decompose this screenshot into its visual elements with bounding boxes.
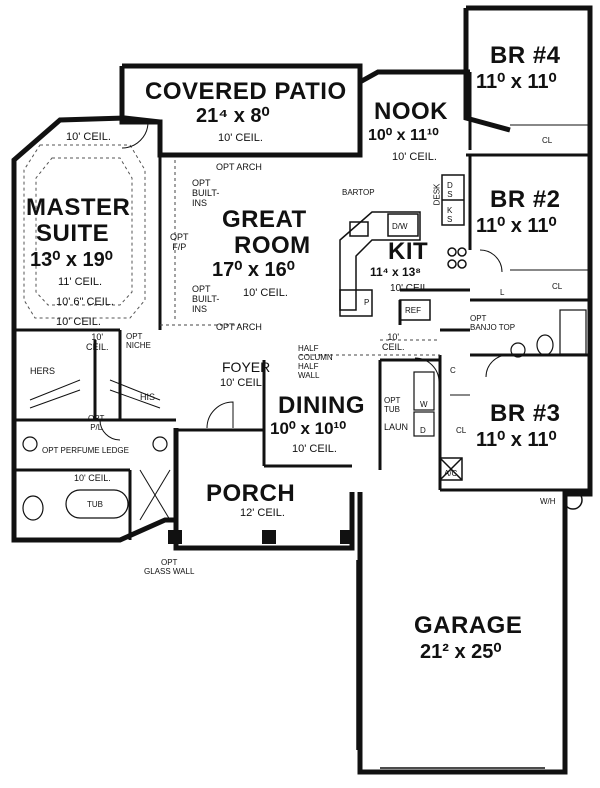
- great-room-dimensions: 17⁰ x 16⁰: [212, 259, 295, 281]
- note-his-closet: HIS: [140, 392, 156, 402]
- patio-ceiling: 10' CEIL.: [218, 132, 263, 144]
- note-dryer: D: [420, 426, 426, 435]
- note-linen-br2: L: [500, 288, 505, 297]
- dining-name: DINING: [278, 392, 365, 419]
- nook-dimensions: 10⁰ x 11¹⁰: [368, 127, 439, 144]
- br2-dimensions: 11⁰ x 11⁰: [476, 215, 557, 237]
- note-half-wall: HALF WALL: [298, 362, 320, 380]
- note-ds: D S: [447, 181, 453, 199]
- note-water-heater: W/H: [540, 497, 556, 506]
- note-opt-perfume-ledge: OPT PERFUME LEDGE: [42, 446, 129, 455]
- note-hall-ceiling: 10' CEIL.: [382, 332, 405, 352]
- note-closet-c: C: [450, 366, 456, 375]
- note-opt-glass-wall: OPT GLASS WALL: [144, 558, 195, 576]
- foyer-ceiling: 10' CEIL.: [220, 377, 265, 389]
- master-tray-ceiling: [23, 144, 146, 319]
- opt-dashed: [160, 160, 440, 356]
- interior-walls: [14, 72, 590, 540]
- br4-name: BR #4: [490, 42, 561, 69]
- bath-fixtures: [22, 309, 587, 521]
- note-tub: TUB: [87, 500, 103, 509]
- note-refrigerator: REF: [405, 306, 421, 315]
- great-room-ceiling: 10' CEIL.: [243, 287, 288, 299]
- kitchen-name: KIT: [388, 238, 429, 265]
- note-opt-builtins-top: OPT BUILT- INS: [192, 178, 220, 208]
- closet-walls: [29, 124, 590, 521]
- kitchen-ceiling: 10' CEIL.: [390, 283, 431, 294]
- note-opt-banjo-top: OPT BANJO TOP: [470, 314, 516, 332]
- note-closet-br2: CL: [552, 282, 563, 291]
- great-room-name-line1: GREAT: [222, 206, 307, 233]
- master-ceiling-bottom: 10' CEIL.: [56, 316, 101, 328]
- note-opt-pl: OPT P/L: [88, 414, 105, 432]
- note-closet-laundry: CL: [456, 426, 467, 435]
- note-bartop: BARTOP: [342, 188, 375, 197]
- master-name-line1: MASTER: [26, 194, 131, 221]
- br2-name: BR #2: [490, 186, 561, 213]
- foyer-name: FOYER: [222, 359, 271, 375]
- garage-dimensions: 21² x 25⁰: [420, 641, 502, 663]
- nook-name: NOOK: [374, 98, 448, 125]
- note-half-column: HALF COLUMN: [298, 344, 333, 362]
- master-tray-ceiling-label: 10' 6" CEIL.: [56, 296, 114, 308]
- note-opt-fireplace: OPT F/P: [170, 232, 189, 252]
- note-laundry: LAUN: [384, 422, 409, 432]
- master-name-line2: SUITE: [36, 220, 110, 247]
- exterior-walls: [11, 5, 593, 775]
- great-room-name-line2: ROOM: [234, 232, 311, 259]
- dining-dimensions: 10⁰ x 10¹⁰: [270, 419, 347, 438]
- porch-ceiling: 12' CEIL.: [240, 507, 285, 519]
- note-hers-closet: HERS: [30, 366, 56, 376]
- master-dimensions: 13⁰ x 19⁰: [30, 249, 113, 271]
- note-opt-builtins-bottom: OPT BUILT- INS: [192, 284, 220, 314]
- note-ac: A/C: [444, 469, 458, 478]
- garage-name: GARAGE: [414, 612, 523, 639]
- garage-details: [356, 457, 583, 773]
- patio-dimensions: 21⁴ x 8⁰: [196, 105, 270, 127]
- note-opt-tub: OPT TUB: [384, 396, 401, 414]
- note-opt-arch-bottom: OPT ARCH: [216, 322, 262, 332]
- kitchen-island: [339, 174, 467, 321]
- note-washer: W: [420, 400, 428, 409]
- master-ceiling-top: 10' CEIL.: [66, 131, 111, 143]
- porch-columns: [168, 530, 354, 544]
- br4-dimensions: 11⁰ x 11⁰: [476, 71, 557, 93]
- br3-name: BR #3: [490, 400, 561, 427]
- dining-ceiling: 10' CEIL.: [292, 443, 337, 455]
- patio-name: COVERED PATIO: [145, 78, 347, 105]
- master-ceiling: 11' CEIL.: [58, 276, 103, 288]
- kitchen-dimensions: 11⁴ x 13⁸: [370, 265, 421, 279]
- note-opt-niche: OPT NICHE: [126, 332, 151, 350]
- note-bath-ceiling: 10' CEIL.: [74, 473, 111, 483]
- note-desk: DESK: [432, 183, 442, 206]
- note-ks: K S: [447, 206, 453, 224]
- note-pantry: P: [364, 298, 370, 307]
- note-master-hall-ceiling: 10' CEIL.: [86, 332, 109, 352]
- br3-dimensions: 11⁰ x 11⁰: [476, 429, 557, 451]
- nook-ceiling: 10' CEIL.: [392, 151, 437, 163]
- note-closet-br4: CL: [542, 136, 553, 145]
- note-opt-arch-top: OPT ARCH: [216, 162, 262, 172]
- porch-name: PORCH: [206, 480, 296, 507]
- note-dishwasher: D/W: [392, 222, 408, 231]
- door-swings: [99, 121, 509, 441]
